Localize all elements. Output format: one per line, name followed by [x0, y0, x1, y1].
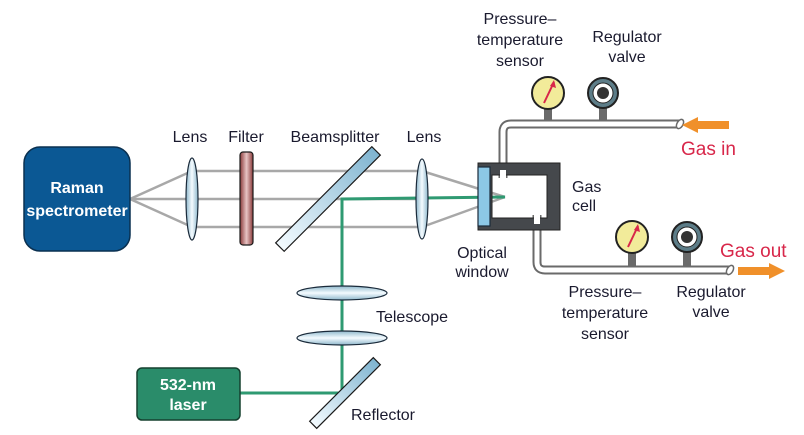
beamsplitter [274, 145, 382, 253]
laser-label-2: laser [169, 397, 206, 414]
lens-left-label: Lens [173, 129, 208, 146]
raman-spectrometer: Raman spectrometer [23, 146, 131, 252]
pressure-gauge-icon-top [531, 76, 565, 121]
sensor-top-label-2: temperature [477, 32, 563, 49]
gas-cell-label-2: cell [572, 198, 596, 215]
telescope [296, 285, 388, 346]
beamsplitter-label: Beamsplitter [291, 129, 381, 146]
lens-left [185, 157, 199, 241]
filter [239, 151, 254, 246]
laser-label-1: 532-nm [160, 377, 216, 394]
valve-top-label-2: valve [608, 49, 645, 66]
gas-out-arrow-icon [738, 263, 785, 279]
filter-label: Filter [228, 129, 264, 146]
spectrometer-label-2: spectrometer [26, 203, 127, 220]
gas-in-arrow-icon [682, 117, 729, 133]
optical-window [477, 166, 491, 227]
valve-bottom-label-1: Regulator [676, 284, 746, 301]
sensor-bottom-label-3: sensor [581, 326, 630, 343]
gas-in-label: Gas in [681, 139, 736, 160]
gas-out-label: Gas out [720, 241, 787, 262]
optical-window-label-1: Optical [457, 245, 507, 262]
optical-window-label-2: window [454, 264, 509, 281]
reflector-label: Reflector [351, 407, 416, 424]
valve-bottom-label-2: valve [692, 304, 729, 321]
sensor-top-label-3: sensor [496, 53, 545, 70]
spectrometer-label-1: Raman [50, 180, 103, 197]
sensor-bottom-label-1: Pressure– [569, 284, 642, 301]
regulator-valve-icon-bottom [671, 221, 703, 266]
laser: 532-nm laser [136, 367, 241, 421]
gas-outlet-pipe [532, 215, 735, 276]
lens-right [415, 158, 429, 240]
sensor-bottom-label-2: temperature [562, 305, 648, 322]
gas-cell-label-1: Gas [572, 179, 601, 196]
pressure-gauge-icon-bottom [615, 220, 649, 266]
regulator-valve-icon-top [587, 77, 619, 121]
gas-inlet-pipe [498, 118, 685, 178]
lens-right-label: Lens [407, 129, 442, 146]
sensor-top-label-1: Pressure– [484, 11, 557, 28]
reflector [308, 356, 382, 430]
telescope-label: Telescope [376, 309, 448, 326]
valve-top-label-1: Regulator [592, 29, 662, 46]
